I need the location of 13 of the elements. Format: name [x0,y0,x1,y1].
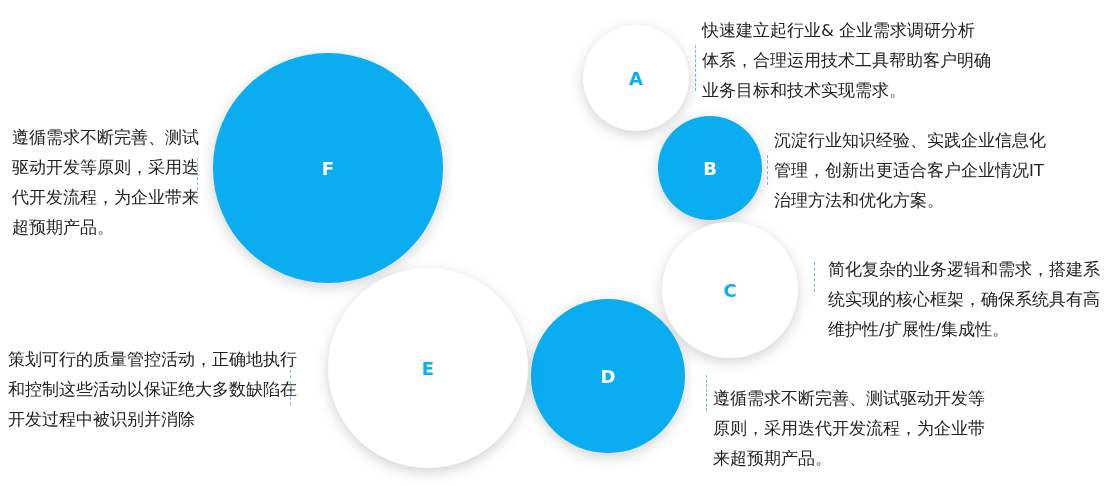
circle-letter: E [421,357,435,379]
circle-letter: D [600,365,616,387]
circle-letter: C [723,279,737,301]
circle-letter: A [629,67,643,89]
description-text: 快速建立起行业& 企业需求调研分析体系，合理运用技术工具帮助客户明确业务目标和技术实现需求。 [702,20,992,102]
circle [583,25,689,131]
description-text: 沉淀行业知识经验、实践企业信息化管理，创新出更适合客户企业情况IT治理方法和优化方案。 [774,130,1047,212]
circle-letter: B [703,157,717,179]
description-text: 遵循需求不断完善、测试驱动开发等原则，采用迭代开发流程，为企业带来超预期产品。 [713,388,986,470]
description-text: 简化复杂的业务逻辑和需求，搭建系统实现的核心框架，确保系统具有高维护性/扩展性/集成性。 [828,259,1101,341]
circle-letter: F [321,157,335,179]
description-text: 遵循需求不断完善、测试驱动开发等原则，采用迭代开发流程，为企业带来超预期产品。 [12,127,200,239]
circle [658,116,762,220]
